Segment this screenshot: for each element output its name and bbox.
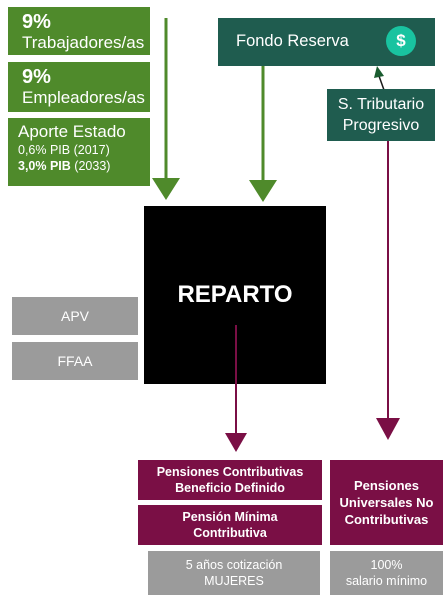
mujeres-line1: 5 años cotización — [185, 558, 283, 572]
aporte-estado-box: Aporte Estado 0,6% PIB (2017) 3,0% PIB (… — [8, 118, 150, 186]
salario-line2: salario mínimo — [345, 574, 428, 588]
contributivas-line2: Beneficio Definido — [175, 481, 285, 495]
empleadores-label: Empleadores/as — [22, 88, 145, 107]
fondo-reserva-label: Fondo Reserva — [236, 32, 349, 50]
aporte-2033-year: (2033) — [74, 159, 111, 173]
reparto-label: REPARTO — [177, 281, 293, 308]
aporte-2017-year: (2017) — [73, 143, 110, 157]
universales-line2: Universales No — [339, 495, 434, 510]
aporte-estado-label: Aporte Estado — [18, 122, 126, 141]
minima-line2: Contributiva — [193, 526, 267, 540]
universales-line3: Contributivas — [344, 512, 429, 527]
aporte-2017-value: 0,6% PIB — [18, 143, 71, 157]
universales-line1: Pensiones — [353, 478, 420, 493]
arrow-contributions-head — [152, 178, 180, 200]
salario-line1: 100% — [370, 558, 403, 572]
minima-line1: Pensión Mínima — [182, 510, 278, 524]
tributario-line1: S. Tributario — [337, 96, 425, 113]
arrow-tributario-up-head — [374, 66, 384, 78]
arrow-reparto-head — [225, 433, 247, 452]
tributario-line2: Progresivo — [342, 117, 420, 134]
empleadores-box: 9% Empleadores/as — [8, 62, 150, 112]
arrow-tributario-up-shaft — [378, 75, 385, 91]
ffaa-label: FFAA — [57, 353, 93, 369]
dollar-icon: $ — [386, 26, 416, 56]
arrow-tributario-head — [376, 418, 400, 440]
aporte-2033-value: 3,0% PIB — [18, 159, 71, 173]
salario-minimo-box: 100% salario mínimo — [330, 551, 443, 595]
contributivas-line1: Pensiones Contributivas — [156, 465, 304, 479]
aporte-estado-2017: 0,6% PIB (2017) — [18, 142, 150, 158]
aporte-estado-2033: 3,0% PIB (2033) — [18, 158, 150, 174]
apv-box: APV — [12, 297, 138, 335]
trabajadores-label: Trabajadores/as — [22, 33, 145, 52]
trabajadores-box: 9% Trabajadores/as — [8, 7, 150, 55]
mujeres-line2: MUJERES — [204, 574, 264, 588]
ffaa-box: FFAA — [12, 342, 138, 380]
trabajadores-pct: 9% — [22, 11, 51, 33]
apv-label: APV — [60, 308, 89, 324]
arrow-reserva-head — [249, 180, 277, 202]
sistema-tributario-box: S. Tributario Progresivo — [327, 89, 435, 141]
fondo-reserva-box: Fondo Reserva $ — [218, 18, 435, 66]
empleadores-pct: 9% — [22, 66, 51, 88]
